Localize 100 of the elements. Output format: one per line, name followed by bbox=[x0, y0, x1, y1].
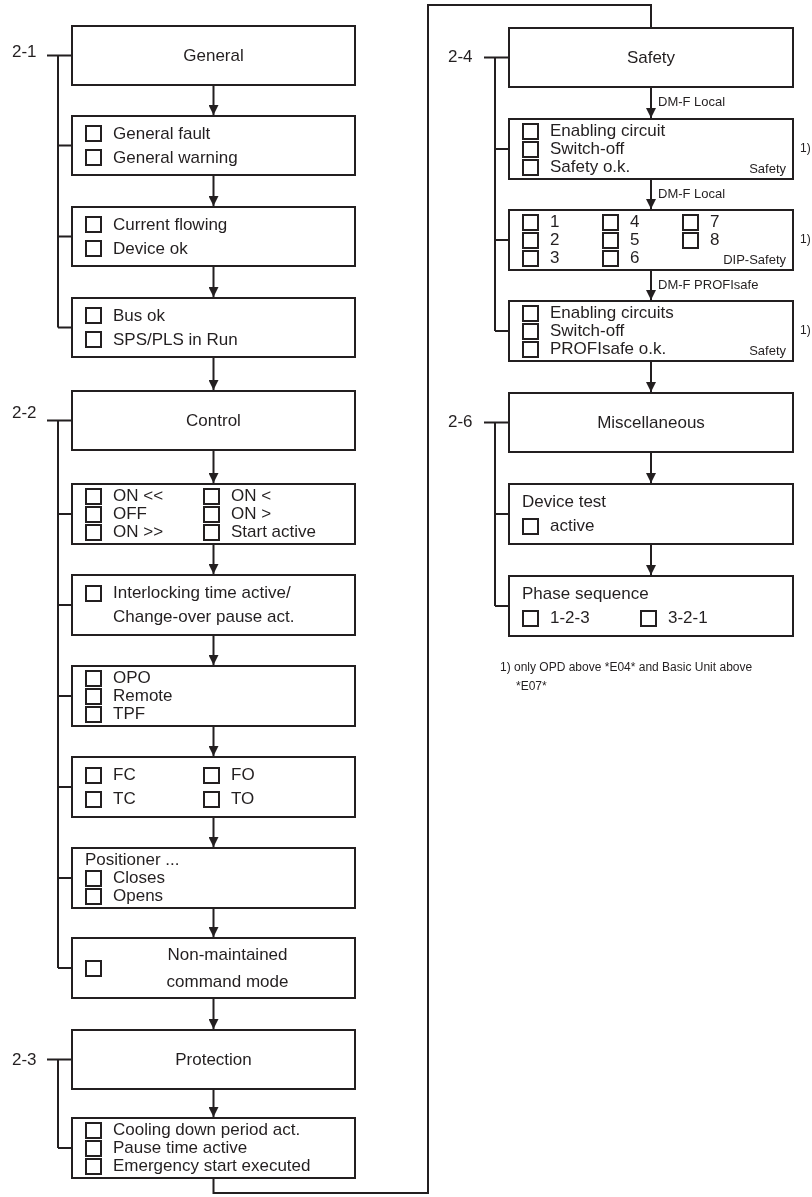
arrow bbox=[646, 452, 656, 484]
group-box bbox=[71, 1117, 356, 1179]
group-box bbox=[508, 209, 794, 271]
arrow bbox=[646, 270, 656, 301]
arrow bbox=[208, 908, 219, 938]
option-label: TC bbox=[113, 788, 136, 810]
section-number: 2-2 bbox=[12, 403, 37, 423]
section-number: 2-1 bbox=[12, 42, 37, 62]
edge-label: DM-F PROFIsafe bbox=[657, 277, 760, 292]
option-label: Safety o.k. bbox=[550, 158, 631, 176]
option-label: Non-maintained command mode bbox=[165, 944, 290, 993]
option-label: Interlocking time active/ Change-over pause act. bbox=[113, 582, 296, 628]
option-label: Enabling circuits bbox=[550, 304, 674, 322]
group-box bbox=[71, 847, 356, 909]
arrow bbox=[208, 357, 219, 391]
option-label: 1-2-3 bbox=[550, 607, 590, 629]
group-box bbox=[71, 574, 356, 636]
option-label: 6 bbox=[630, 249, 640, 267]
option-label: TO bbox=[231, 788, 255, 810]
option-label: ON > bbox=[231, 505, 272, 523]
group-box bbox=[71, 1029, 356, 1090]
group-box bbox=[71, 25, 356, 86]
box-title: General bbox=[183, 45, 244, 66]
group-box bbox=[71, 937, 356, 999]
option-label: OPO bbox=[113, 669, 151, 687]
option-label: Emergency start executed bbox=[113, 1157, 311, 1175]
option-label: Device ok bbox=[113, 237, 188, 260]
arrow bbox=[646, 544, 656, 576]
option-label: Start active bbox=[231, 523, 317, 541]
option-label: ON << bbox=[113, 487, 164, 505]
box-title: Miscellaneous bbox=[597, 412, 705, 433]
edge-label: DM-F Local bbox=[657, 186, 727, 201]
option-label: General fault bbox=[113, 122, 211, 145]
arrow bbox=[208, 85, 219, 116]
option-label: Pause time active bbox=[113, 1139, 248, 1157]
arrow bbox=[646, 361, 656, 393]
group-box bbox=[508, 392, 794, 453]
option-label: active bbox=[550, 515, 595, 537]
group-box bbox=[71, 206, 356, 267]
footnote-mark: 1) bbox=[800, 232, 811, 246]
option-label: Cooling down period act. bbox=[113, 1121, 301, 1139]
arrow bbox=[208, 450, 219, 484]
arrow bbox=[646, 87, 656, 119]
group-tag: Safety bbox=[749, 161, 786, 176]
option-label: Remote bbox=[113, 687, 173, 705]
section-number: 2-3 bbox=[12, 1050, 37, 1070]
group-heading: Phase sequence bbox=[522, 583, 650, 605]
option-label: 1 bbox=[550, 213, 560, 231]
option-label: OFF bbox=[113, 505, 147, 523]
option-label: TPF bbox=[113, 705, 146, 723]
option-label: 3 bbox=[550, 249, 560, 267]
group-box bbox=[71, 115, 356, 176]
option-label: FC bbox=[113, 764, 136, 786]
group-heading: Positioner ... bbox=[85, 851, 181, 869]
option-label: Switch-off bbox=[550, 322, 625, 340]
arrow bbox=[208, 726, 219, 757]
arrow bbox=[208, 998, 219, 1030]
option-label: 4 bbox=[630, 213, 640, 231]
option-label: ON >> bbox=[113, 523, 164, 541]
group-box bbox=[71, 390, 356, 451]
section-number: 2-4 bbox=[448, 47, 473, 67]
arrow bbox=[208, 1089, 219, 1118]
footnote-mark: 1) bbox=[800, 141, 811, 155]
group-box bbox=[508, 575, 794, 637]
footnote: 1) only OPD above *E04* and Basic Unit above *E07* bbox=[500, 659, 754, 695]
option-label: Opens bbox=[113, 887, 164, 905]
option-label: FO bbox=[231, 764, 255, 786]
footnote-mark: 1) bbox=[800, 323, 811, 337]
option-label: PROFIsafe o.k. bbox=[550, 340, 667, 358]
box-title: Control bbox=[186, 410, 241, 431]
group-box bbox=[508, 27, 794, 88]
arrow bbox=[208, 544, 219, 575]
option-label: 3-2-1 bbox=[668, 607, 708, 629]
option-label: General warning bbox=[113, 146, 238, 169]
group-tag: DIP-Safety bbox=[723, 252, 786, 267]
section-number: 2-6 bbox=[448, 412, 473, 432]
option-label: Switch-off bbox=[550, 140, 625, 158]
group-box bbox=[71, 756, 356, 818]
group-tag: Safety bbox=[749, 343, 786, 358]
group-heading: Device test bbox=[522, 491, 608, 513]
option-label: Bus ok bbox=[113, 304, 165, 327]
group-box bbox=[508, 300, 794, 362]
group-box bbox=[71, 665, 356, 727]
option-label: ON < bbox=[231, 487, 272, 505]
arrow bbox=[208, 817, 219, 848]
option-label: 5 bbox=[630, 231, 640, 249]
arrow bbox=[208, 266, 219, 298]
edge-label: DM-F Local bbox=[657, 94, 727, 109]
box-title: Protection bbox=[175, 1049, 252, 1070]
option-label: Enabling circuit bbox=[550, 122, 666, 140]
connector-line bbox=[212, 4, 652, 1194]
group-box bbox=[508, 118, 794, 180]
option-label: Closes bbox=[113, 869, 165, 887]
arrow bbox=[208, 635, 219, 666]
box-title: Safety bbox=[626, 47, 676, 68]
option-label: 2 bbox=[550, 231, 560, 249]
option-label: 8 bbox=[710, 231, 720, 249]
group-box bbox=[508, 483, 794, 545]
group-box bbox=[71, 297, 356, 358]
option-label: Current flowing bbox=[113, 213, 228, 236]
